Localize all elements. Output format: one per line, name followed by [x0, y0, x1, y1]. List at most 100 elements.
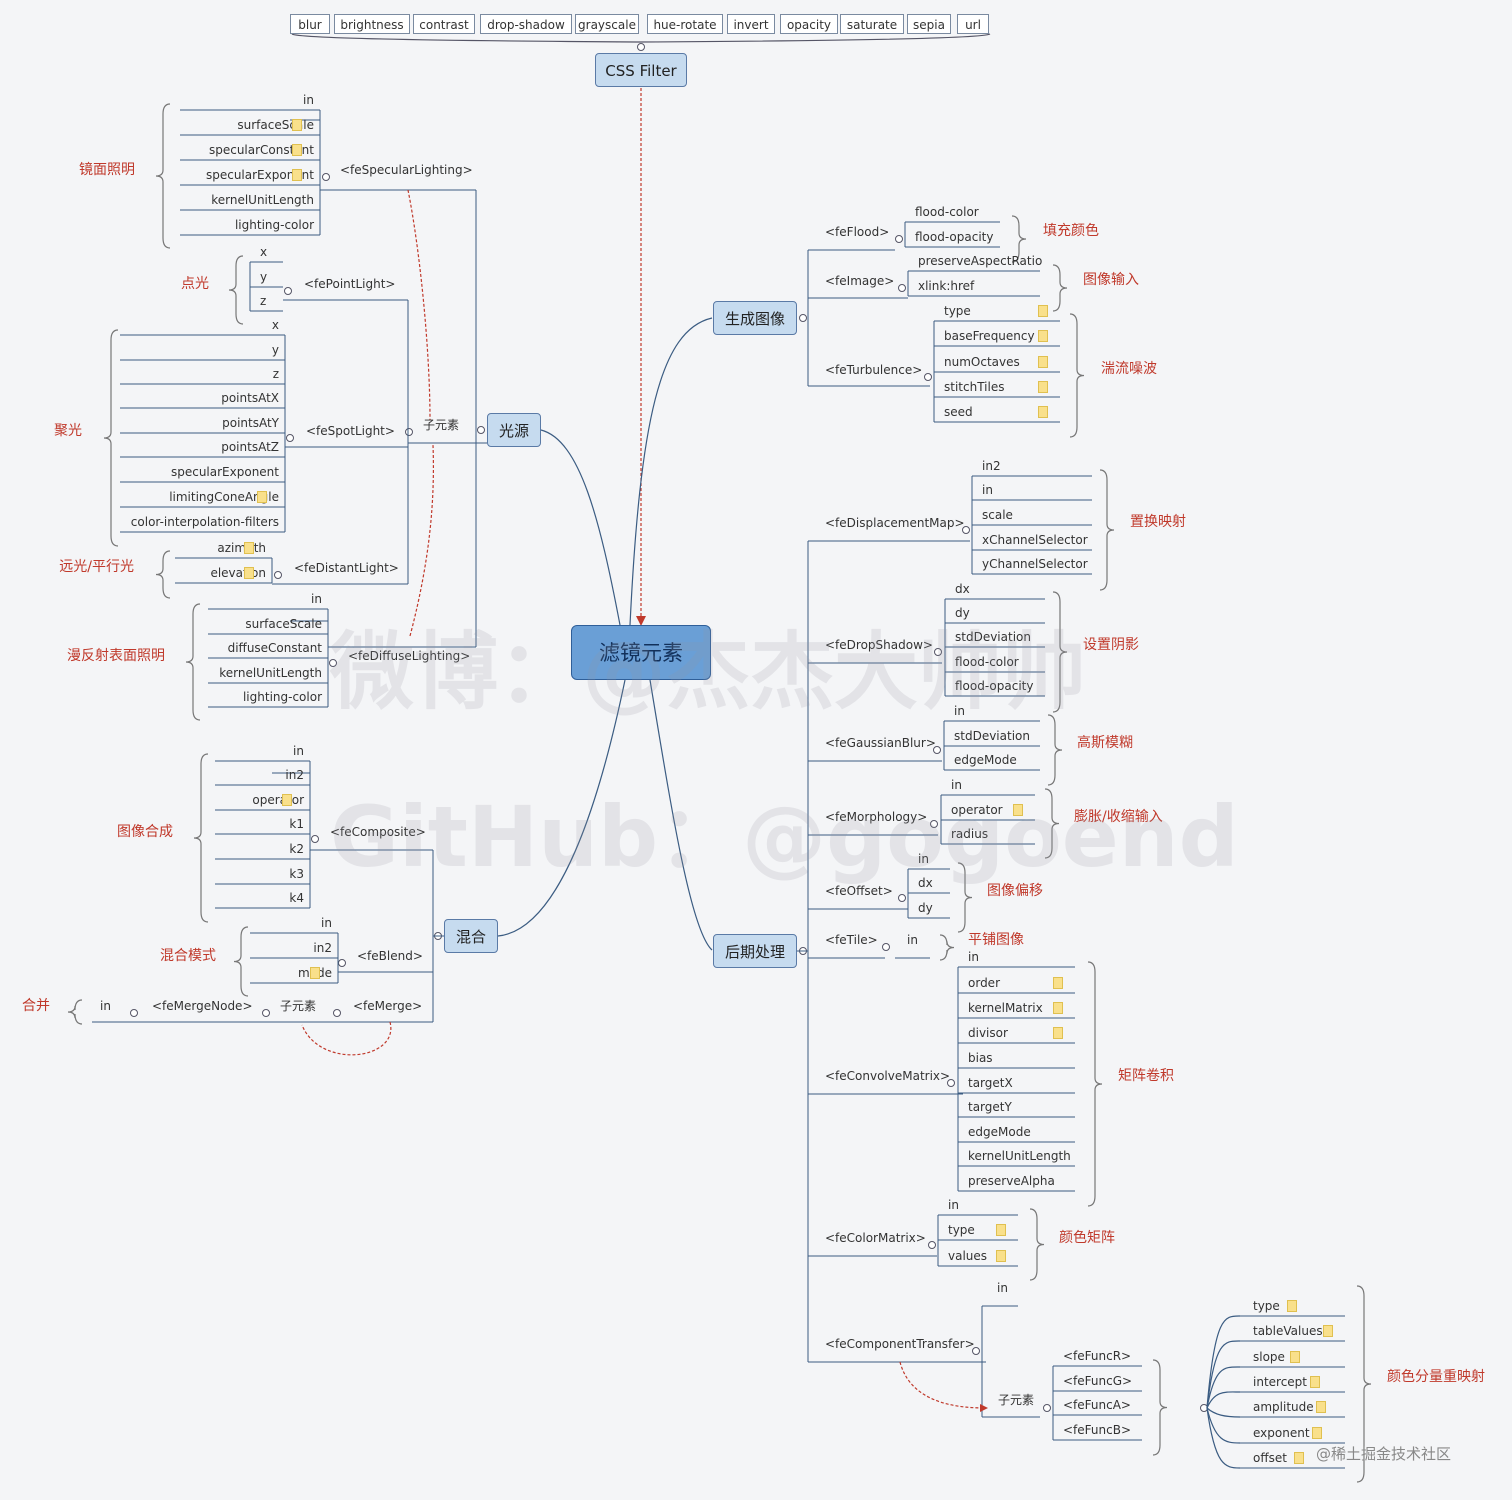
mergenode-attr-in: in — [100, 999, 111, 1013]
attr-dy: dy — [918, 901, 933, 915]
attr-stddeviation: stdDeviation — [955, 630, 1031, 644]
collapse-toggle-icon — [329, 659, 337, 667]
fespecularlighting-tag: <feSpecularLighting> — [340, 163, 473, 177]
note-specular: 镜面照明 — [79, 162, 135, 178]
filter-saturate-box[interactable]: saturate — [840, 14, 904, 34]
attr-flood-color: flood-color — [915, 205, 979, 219]
note-icon — [282, 794, 292, 806]
central-node[interactable]: 滤镜元素 — [571, 625, 711, 680]
css-filter-node[interactable]: CSS Filter — [595, 53, 687, 87]
collapse-toggle-icon — [924, 373, 932, 381]
filter-url-box[interactable]: url — [957, 14, 989, 34]
attr-scale: scale — [982, 508, 1013, 522]
blend-node[interactable]: 混合 — [444, 919, 498, 953]
note-composite: 图像合成 — [117, 824, 173, 840]
attr-color-interpolation-filters: color-interpolation-filters — [130, 515, 279, 529]
attr-seed: seed — [944, 405, 973, 419]
fan-curve — [1206, 1315, 1241, 1409]
light-source-node[interactable]: 光源 — [487, 413, 541, 447]
fecomponenttransfer-tag: <feComponentTransfer> — [825, 1337, 975, 1351]
filter-brightness-box[interactable]: brightness — [334, 14, 410, 34]
collapse-toggle-icon — [972, 1347, 980, 1355]
attr-kernelunitlength: kernelUnitLength — [968, 1149, 1071, 1163]
community-credit-watermark: @稀土掘金技术社区 — [1316, 1445, 1452, 1463]
note-turbulence: 湍流噪波 — [1101, 361, 1157, 377]
note-icon — [1316, 1401, 1326, 1413]
curly-brace-icon — [193, 753, 209, 923]
note-displacement: 置换映射 — [1130, 514, 1186, 530]
fan-curve — [1206, 1391, 1241, 1409]
note-icon — [292, 169, 302, 181]
filter-grayscale-box[interactable]: grayscale — [575, 14, 639, 34]
collapse-toggle-icon — [799, 314, 807, 322]
femerge-tag: <feMerge> — [353, 999, 423, 1013]
filter-invert-box[interactable]: invert — [727, 14, 775, 34]
attr-exponent: exponent — [1253, 1426, 1310, 1440]
attr-type: type — [1253, 1299, 1280, 1313]
collapse-toggle-icon — [130, 1009, 138, 1017]
post-processing-node[interactable]: 后期处理 — [713, 934, 797, 968]
collapse-toggle-icon — [898, 284, 906, 292]
attr-kernelunitlength: kernelUnitLength — [219, 666, 322, 680]
attr-z: z — [260, 294, 267, 308]
filter-hue-rotate-box[interactable]: hue-rotate — [647, 14, 723, 34]
collapse-toggle-icon — [311, 835, 319, 843]
curly-brace-icon — [185, 603, 201, 721]
collapse-toggle-icon — [1043, 1404, 1051, 1412]
attr-operator: operator — [951, 803, 1003, 817]
attr-specularconstant: specularConstant — [208, 143, 314, 157]
attr-in: in — [321, 916, 332, 930]
note-icon — [292, 119, 302, 131]
feoffset-tag: <feOffset> — [825, 884, 893, 898]
curly-brace-icon — [1099, 469, 1115, 591]
center-to-post-curve — [649, 679, 713, 951]
collapse-toggle-icon — [930, 820, 938, 828]
attr-tablevalues: tableValues — [1253, 1324, 1323, 1338]
note-icon — [1038, 381, 1048, 393]
collapse-toggle-icon — [895, 235, 903, 243]
merge-loop-arrow — [301, 1021, 392, 1056]
attr-intercept: intercept — [1253, 1375, 1307, 1389]
note-icon — [1053, 977, 1063, 989]
collapse-toggle-icon — [284, 287, 292, 295]
attr-x: x — [271, 318, 279, 332]
attr-values: values — [948, 1249, 988, 1263]
attr-k2: k2 — [289, 842, 304, 856]
generate-image-node[interactable]: 生成图像 — [713, 301, 797, 335]
collapse-toggle-icon — [898, 894, 906, 902]
attr-specularexponent: specularExponent — [205, 168, 314, 182]
attr-y: y — [260, 270, 268, 284]
collapse-toggle-icon — [338, 959, 346, 967]
curly-brace-icon — [155, 550, 171, 599]
attr-flood-opacity: flood-opacity — [915, 230, 994, 244]
filter-contrast-box[interactable]: contrast — [413, 14, 475, 34]
attr-in: in — [293, 744, 304, 758]
curly-brace-icon — [939, 934, 955, 961]
collapse-toggle-icon — [933, 746, 941, 754]
feturbulence-tag: <feTurbulence> — [825, 363, 923, 377]
collapse-toggle-icon — [882, 943, 890, 951]
filter-blur-box[interactable]: blur — [290, 14, 330, 34]
fedropshadow-tag: <feDropShadow> — [825, 638, 933, 652]
fecolormatrix-tag: <feColorMatrix> — [825, 1231, 926, 1245]
note-icon — [1038, 406, 1048, 418]
center-to-blend-curve — [497, 679, 626, 937]
note-icon — [1312, 1427, 1322, 1439]
note-diffuse: 漫反射表面照明 — [67, 648, 165, 664]
attr-k4: k4 — [289, 891, 304, 905]
attr-order: order — [968, 976, 1000, 990]
fedistantlight-tag: <feDistantLight> — [294, 561, 399, 575]
attr-z: z — [272, 367, 279, 381]
note-icon — [996, 1224, 1006, 1236]
filter-opacity-box[interactable]: opacity — [780, 14, 838, 34]
filter-sepia-box[interactable]: sepia — [907, 14, 951, 34]
fedisplacementmap-tag: <feDisplacementMap> — [825, 516, 965, 530]
fan-curve — [1206, 1407, 1241, 1418]
fan-curve — [1206, 1366, 1241, 1409]
attr-preserveaspectratio: preserveAspectRatio — [918, 254, 1043, 268]
filter-drop-shadow-box[interactable]: drop-shadow — [480, 14, 572, 34]
curly-brace-icon — [103, 329, 119, 547]
attr-stddeviation: stdDeviation — [954, 729, 1030, 743]
curly-brace-icon — [1069, 313, 1085, 438]
attr-fefuncb: <feFuncB> — [1063, 1423, 1132, 1437]
